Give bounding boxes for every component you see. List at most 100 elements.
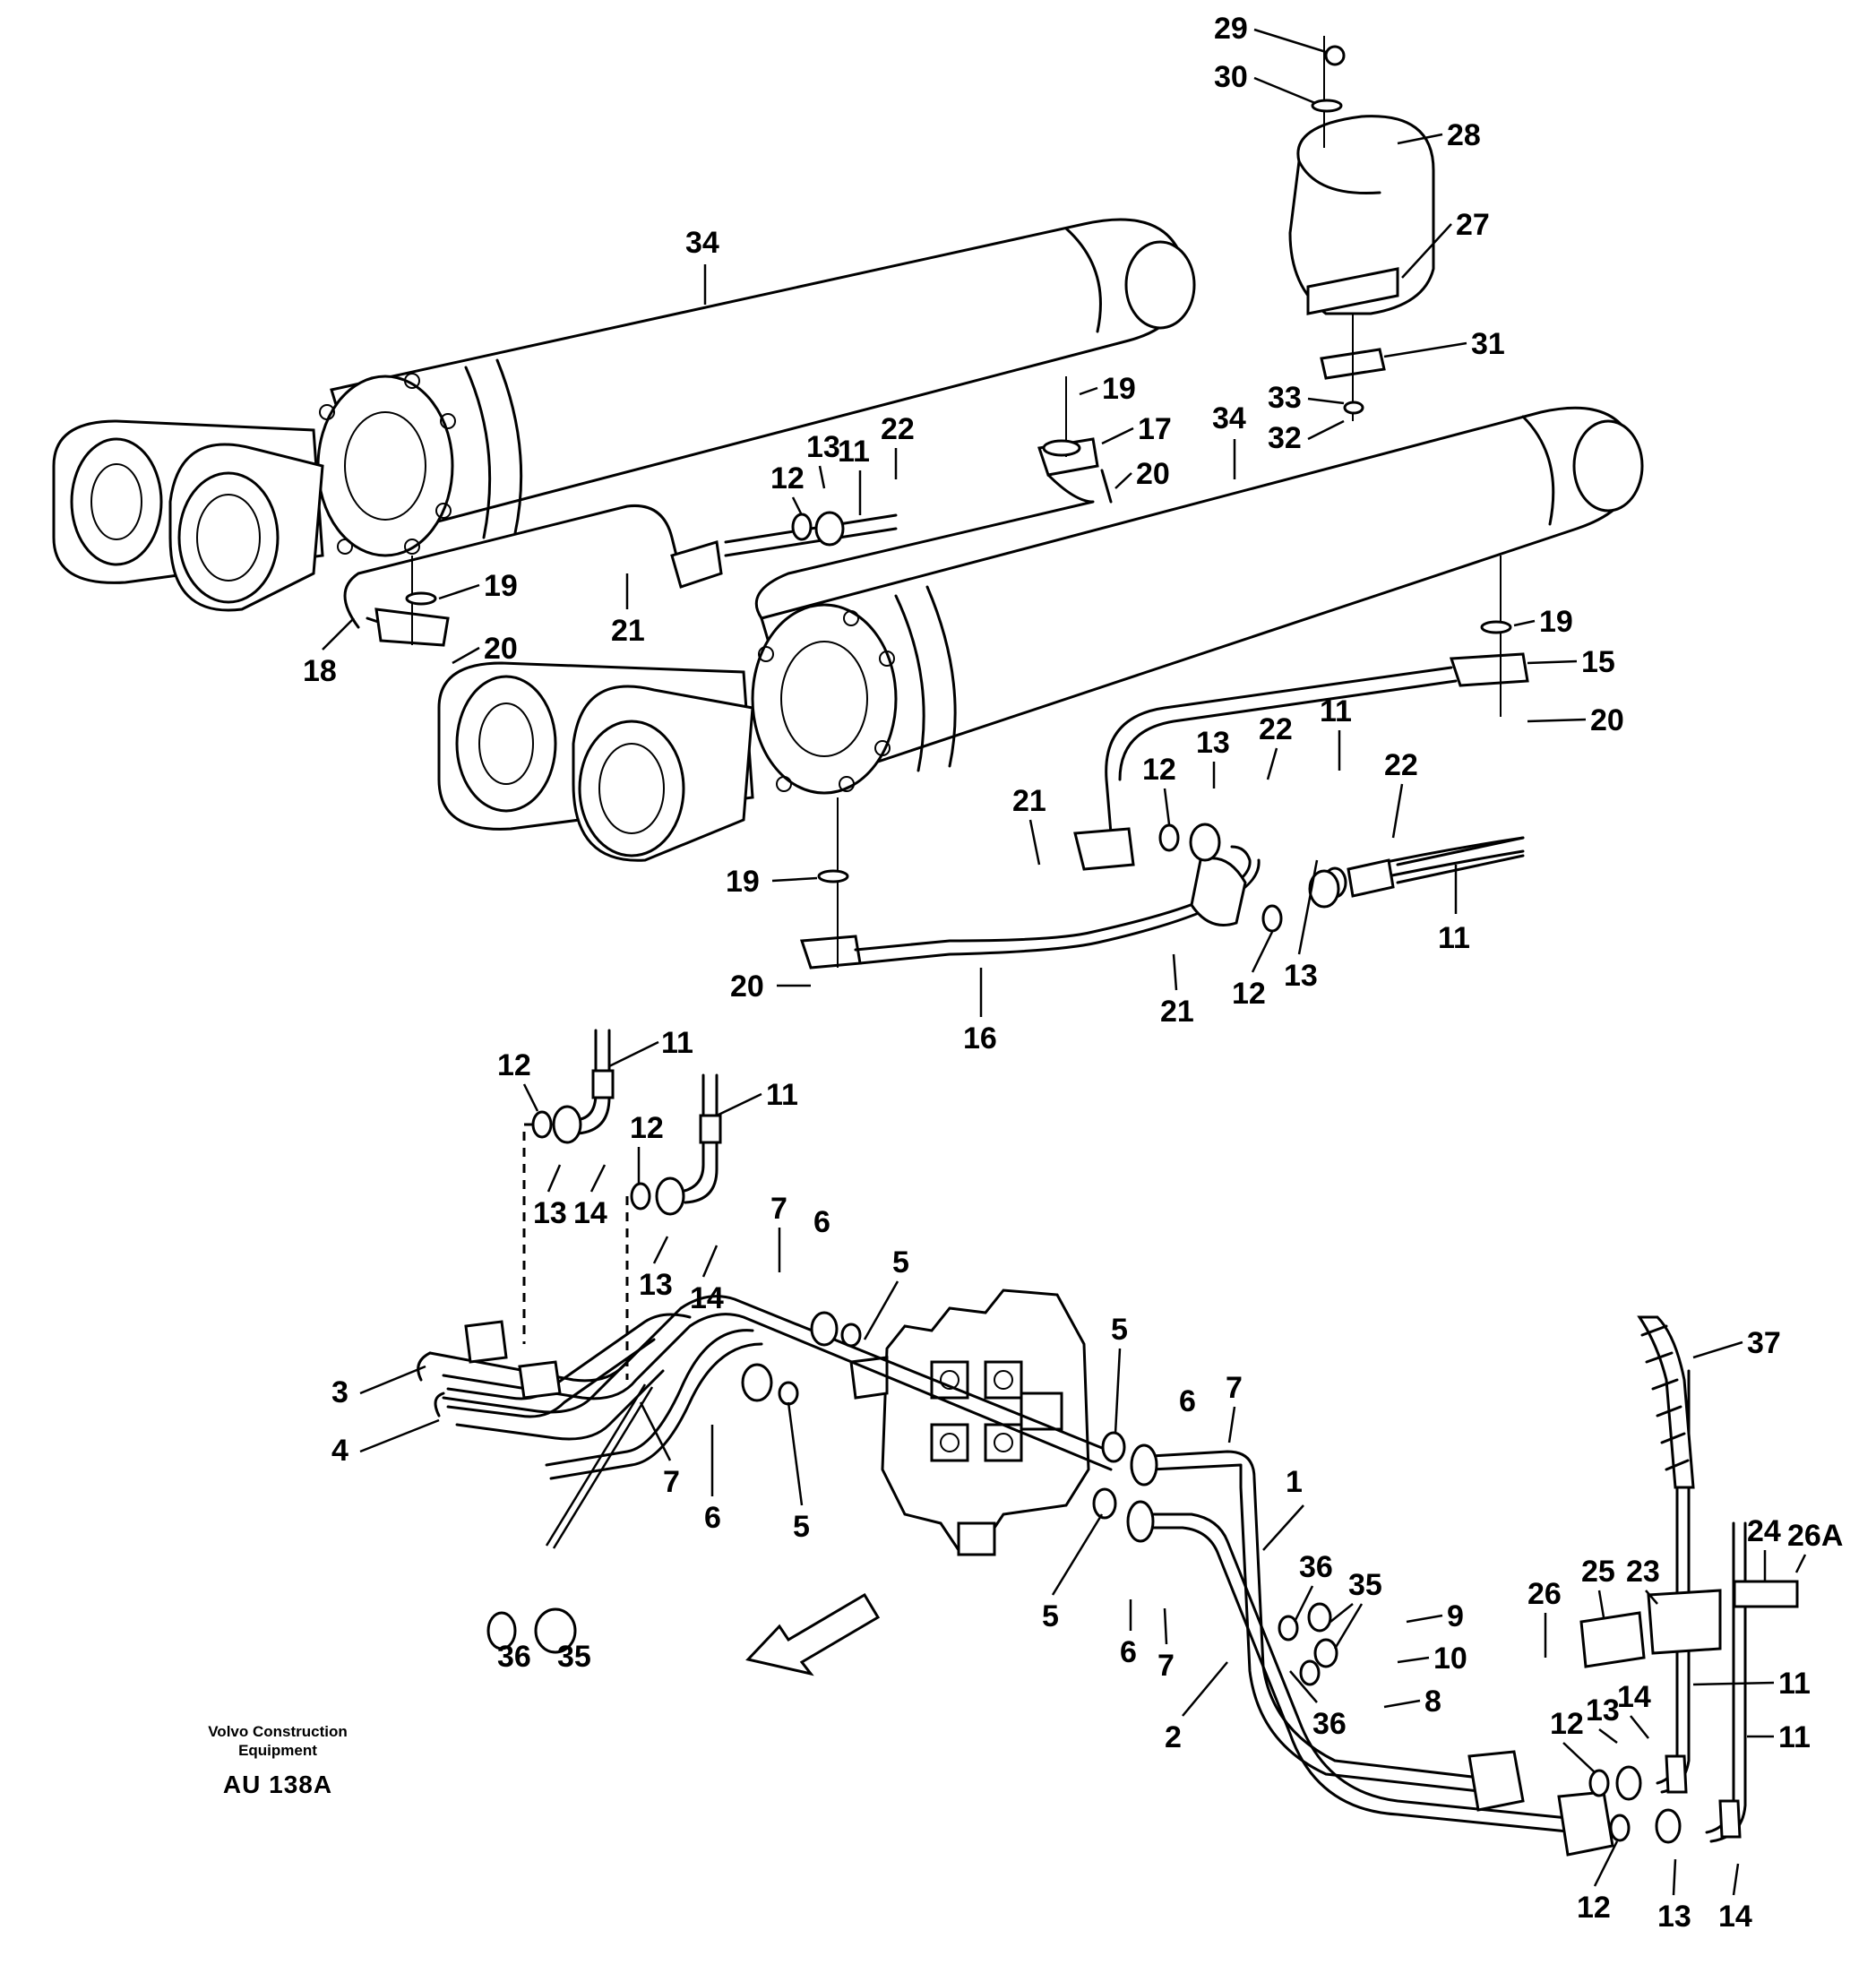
- callout-25: 25: [1581, 1555, 1615, 1589]
- callout-11b: 11: [766, 1078, 798, 1112]
- detail-pointer: [545, 1383, 647, 1547]
- callout-3: 3: [331, 1375, 349, 1409]
- control-valve: [849, 1288, 1090, 1556]
- callout-11f: 11: [1778, 1667, 1811, 1701]
- callout-20c: 20: [1590, 703, 1624, 737]
- callout-22a: 22: [881, 412, 915, 446]
- callout-31: 31: [1471, 327, 1505, 361]
- callout-26A: 26A: [1787, 1519, 1843, 1553]
- callout-22b: 22: [1259, 712, 1293, 746]
- callout-27: 27: [1456, 208, 1490, 242]
- callout-14b: 14: [690, 1281, 724, 1315]
- valve-hose-ends: [522, 1029, 722, 1380]
- callout-7c: 7: [1226, 1371, 1243, 1405]
- callout-34a: 34: [685, 226, 719, 260]
- callout-7a: 7: [770, 1192, 787, 1226]
- callout-12d: 12: [1142, 753, 1176, 787]
- callout-22c: 22: [1384, 748, 1418, 782]
- callout-5c: 5: [1111, 1313, 1128, 1347]
- callout-13c: 13: [806, 430, 840, 464]
- direction-arrow: [745, 1592, 881, 1676]
- callout-37: 37: [1747, 1326, 1781, 1360]
- right-hoses: [1579, 1315, 1799, 1843]
- callout-6a: 6: [813, 1205, 830, 1239]
- callout-21b: 21: [1012, 784, 1046, 818]
- callout-26: 26: [1527, 1577, 1562, 1611]
- callout-13b: 13: [639, 1268, 673, 1302]
- callout-32: 32: [1268, 421, 1302, 455]
- callout-10: 10: [1433, 1642, 1467, 1676]
- callout-17: 17: [1138, 412, 1172, 446]
- callout-labels: 1 2 3 4 5 5 5 5 6 6 6 6 7 7 7 7 8 9 10: [303, 12, 1843, 1934]
- callout-20a: 20: [1136, 457, 1170, 491]
- maker-name-line1: Volvo Construction: [208, 1723, 348, 1740]
- callout-6d: 6: [1120, 1635, 1137, 1669]
- callout-34b: 34: [1212, 401, 1246, 435]
- callout-21a: 21: [611, 614, 645, 648]
- callout-7b: 7: [663, 1465, 680, 1499]
- callout-19b: 19: [484, 569, 518, 603]
- callout-14a: 14: [573, 1196, 607, 1230]
- callout-13f: 13: [1586, 1693, 1620, 1728]
- hardware: [405, 45, 1682, 1844]
- callout-11c: 11: [838, 435, 870, 469]
- callout-21c: 21: [1160, 995, 1194, 1029]
- callout-11a: 11: [661, 1026, 693, 1060]
- drawing-credit: Volvo Construction Equipment AU 138A: [170, 1722, 385, 1799]
- callout-14d: 14: [1718, 1900, 1752, 1934]
- bolt-circle-upper: [319, 373, 456, 555]
- callout-12b: 12: [630, 1111, 664, 1145]
- callout-12c: 12: [770, 461, 805, 496]
- drawing-code: AU 138A: [222, 1771, 333, 1798]
- callout-15: 15: [1581, 645, 1615, 679]
- callout-30: 30: [1214, 60, 1248, 94]
- callout-35b: 35: [557, 1640, 591, 1674]
- callout-24: 24: [1747, 1514, 1781, 1548]
- callout-16: 16: [963, 1021, 997, 1056]
- maker-name-line2: Equipment: [238, 1742, 317, 1759]
- callout-20d: 20: [730, 969, 764, 1004]
- clamp-bracket: [1288, 36, 1435, 421]
- callout-9: 9: [1447, 1599, 1464, 1633]
- callout-13a: 13: [533, 1196, 567, 1230]
- callout-33: 33: [1268, 381, 1302, 415]
- valve-lines: [417, 1295, 1614, 1857]
- callout-13e: 13: [1284, 959, 1318, 993]
- callout-36c: 36: [497, 1640, 531, 1674]
- callout-5a: 5: [892, 1245, 909, 1280]
- callout-13d: 13: [1196, 726, 1230, 760]
- callout-6c: 6: [1179, 1384, 1196, 1418]
- callout-5d: 5: [1042, 1599, 1059, 1633]
- callout-20b: 20: [484, 632, 518, 666]
- callout-29: 29: [1214, 12, 1248, 46]
- callout-11g: 11: [1778, 1720, 1811, 1754]
- callout-28: 28: [1447, 118, 1481, 152]
- callout-2: 2: [1165, 1720, 1182, 1754]
- callout-19a: 19: [1102, 372, 1136, 406]
- callout-11e: 11: [1438, 921, 1470, 955]
- callout-11d: 11: [1320, 694, 1352, 728]
- callout-4: 4: [331, 1434, 349, 1468]
- callout-12f: 12: [1550, 1707, 1584, 1741]
- callout-13g: 13: [1657, 1900, 1691, 1934]
- callout-19d: 19: [726, 865, 760, 899]
- bolt-circle-lower: [758, 610, 895, 792]
- callout-5b: 5: [793, 1510, 810, 1544]
- callout-6b: 6: [704, 1501, 721, 1535]
- callout-12g: 12: [1577, 1891, 1611, 1925]
- lower-cylinder: [437, 406, 1644, 862]
- callout-35a: 35: [1348, 1568, 1382, 1602]
- callout-36a: 36: [1299, 1550, 1333, 1584]
- callout-14c: 14: [1617, 1680, 1651, 1714]
- callout-23: 23: [1626, 1555, 1660, 1589]
- callout-18: 18: [303, 654, 337, 688]
- callout-8: 8: [1424, 1685, 1441, 1719]
- callout-36b: 36: [1312, 1707, 1347, 1741]
- callout-12e: 12: [1232, 977, 1266, 1011]
- callout-19c: 19: [1539, 605, 1573, 639]
- upper-cylinder: [52, 218, 1196, 612]
- callout-12a: 12: [497, 1048, 531, 1082]
- callout-7d: 7: [1157, 1649, 1175, 1683]
- callout-1: 1: [1286, 1465, 1303, 1499]
